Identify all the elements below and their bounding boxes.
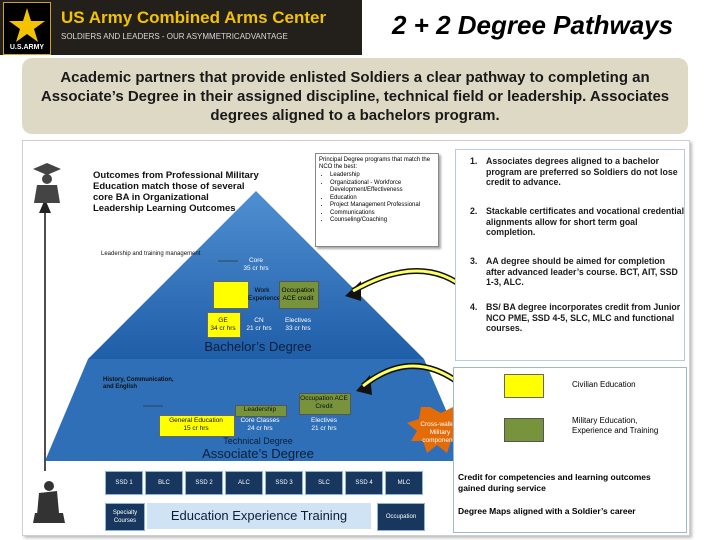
- technical-degree-label: Technical Degree: [223, 436, 293, 446]
- army-logo: U.S.ARMY: [3, 2, 51, 55]
- pme-course-box: SSD 2: [185, 471, 223, 495]
- bachelors-degree-label: Bachelor’s Degree: [204, 339, 312, 354]
- org-subtitle: SOLDIERS AND LEADERS - OUR ASYMMETRICADV…: [61, 32, 288, 41]
- pme-course-box: SSD 4: [345, 471, 383, 495]
- legend-military-swatch: [504, 418, 544, 442]
- principal-degree-item: Organizational - Workforce Development/E…: [330, 180, 438, 195]
- key-point-number: 3.: [470, 256, 478, 266]
- progress-arrow-head: [39, 199, 51, 213]
- pme-course-box: SSD 3: [265, 471, 303, 495]
- soldier-icon: [33, 481, 65, 523]
- legend-civilian-label: Civilian Education: [572, 380, 636, 389]
- key-point-number: 4.: [470, 302, 478, 312]
- header-bar: U.S.ARMY US Army Combined Arms Center SO…: [0, 0, 720, 55]
- slide-title: 2 + 2 Degree Pathways: [392, 10, 674, 40]
- key-point-item: 4. BS/ BA degree incorporates credit from…: [470, 302, 684, 350]
- leadership-box: [235, 405, 287, 417]
- principal-degree-item: Counseling/Coaching: [330, 217, 438, 225]
- occupation-box: Occupation: [377, 503, 425, 531]
- associates-degree-label: Associate’s Degree: [202, 446, 314, 461]
- general-education-box: [159, 415, 235, 437]
- legend-credit-label: Credit for competencies and learning out…: [458, 472, 651, 493]
- principal-degree-list: LeadershipOrganizational - Workforce Dev…: [316, 172, 438, 225]
- work-experience-label: Work Experience: [248, 287, 281, 302]
- principal-degree-item: Education: [330, 195, 438, 203]
- org-title: US Army Combined Arms Center: [61, 8, 327, 27]
- key-point-number: 1.: [470, 156, 478, 166]
- outcomes-text: Outcomes from Professional Military Educ…: [93, 170, 259, 214]
- principal-degree-item: Communications: [330, 210, 438, 218]
- intro-banner-text: Academic partners that provide enlisted …: [40, 69, 670, 124]
- key-points-panel: 1. Associates degrees aligned to a bachel…: [455, 149, 685, 361]
- key-point-text: Stackable certificates and vocational cr…: [486, 206, 685, 237]
- principal-degree-item: Leadership: [330, 172, 438, 180]
- pme-course-box: MLC: [385, 471, 423, 495]
- occupation-ace-box: [279, 281, 319, 309]
- pme-course-box: BLC: [145, 471, 183, 495]
- key-point-text: Associates degrees aligned to a bachelor…: [486, 156, 678, 187]
- legend-degree-maps-label: Degree Maps aligned with a Soldier’s car…: [458, 506, 636, 516]
- ge-box: [207, 312, 241, 338]
- work-experience-box: [213, 281, 249, 309]
- principal-degree-title: Principal Degree programs that match the…: [319, 157, 431, 171]
- pme-course-box: SSD 1: [105, 471, 143, 495]
- key-point-text: AA degree should be aimed for completion…: [486, 256, 678, 287]
- occupation-ace-label: Occupation ACE credit: [281, 287, 315, 302]
- army-logo-text: U.S.ARMY: [9, 44, 45, 51]
- occupation-ace-label-2: Occupation ACE Credit: [300, 395, 348, 410]
- principal-degree-box: Principal Degree programs that match the…: [315, 153, 439, 247]
- specialty-courses-box: Specialty Courses: [105, 503, 145, 531]
- pyramid-top: [88, 191, 424, 359]
- slide-title-area: 2 + 2 Degree Pathways: [362, 0, 720, 55]
- legend-military-label: Military Education, Experience and Train…: [572, 416, 659, 435]
- leadership-training-label: Leadership and training management: [101, 251, 201, 257]
- key-point-number: 2.: [470, 206, 478, 216]
- pathway-diagram: Outcomes from Professional Military Educ…: [22, 140, 690, 536]
- eet-label: Education Experience Training: [170, 508, 348, 523]
- pme-course-box: ALC: [225, 471, 263, 495]
- intro-banner: Academic partners that provide enlisted …: [22, 58, 688, 134]
- key-point-text: BS/ BA degree incorporates credit from J…: [486, 302, 681, 333]
- core-label: Core 35 cr hrs: [243, 257, 269, 272]
- leadership-label: Leadership: [243, 406, 277, 413]
- cross-walked-label: Cross-walked Military components: [420, 421, 460, 444]
- graduate-icon: [33, 163, 61, 203]
- cross-walked-burst: [407, 407, 467, 453]
- key-point-item: 1. Associates degrees aligned to a bachel…: [470, 156, 684, 204]
- legend-civilian-swatch: [504, 374, 544, 398]
- occupation-ace-box-2: [299, 393, 351, 415]
- pme-course-box: SLC: [305, 471, 343, 495]
- legend-panel: Civilian Education Military Education, E…: [453, 367, 687, 533]
- key-point-item: 3. AA degree should be aimed for completi…: [470, 256, 684, 304]
- history-label: History, Communication, and English: [103, 377, 174, 390]
- key-point-item: 2. Stackable certificates and vocational …: [470, 206, 684, 254]
- principal-degree-item: Project Management Professional: [330, 202, 438, 210]
- eet-bar: Education Experience Training: [147, 503, 371, 529]
